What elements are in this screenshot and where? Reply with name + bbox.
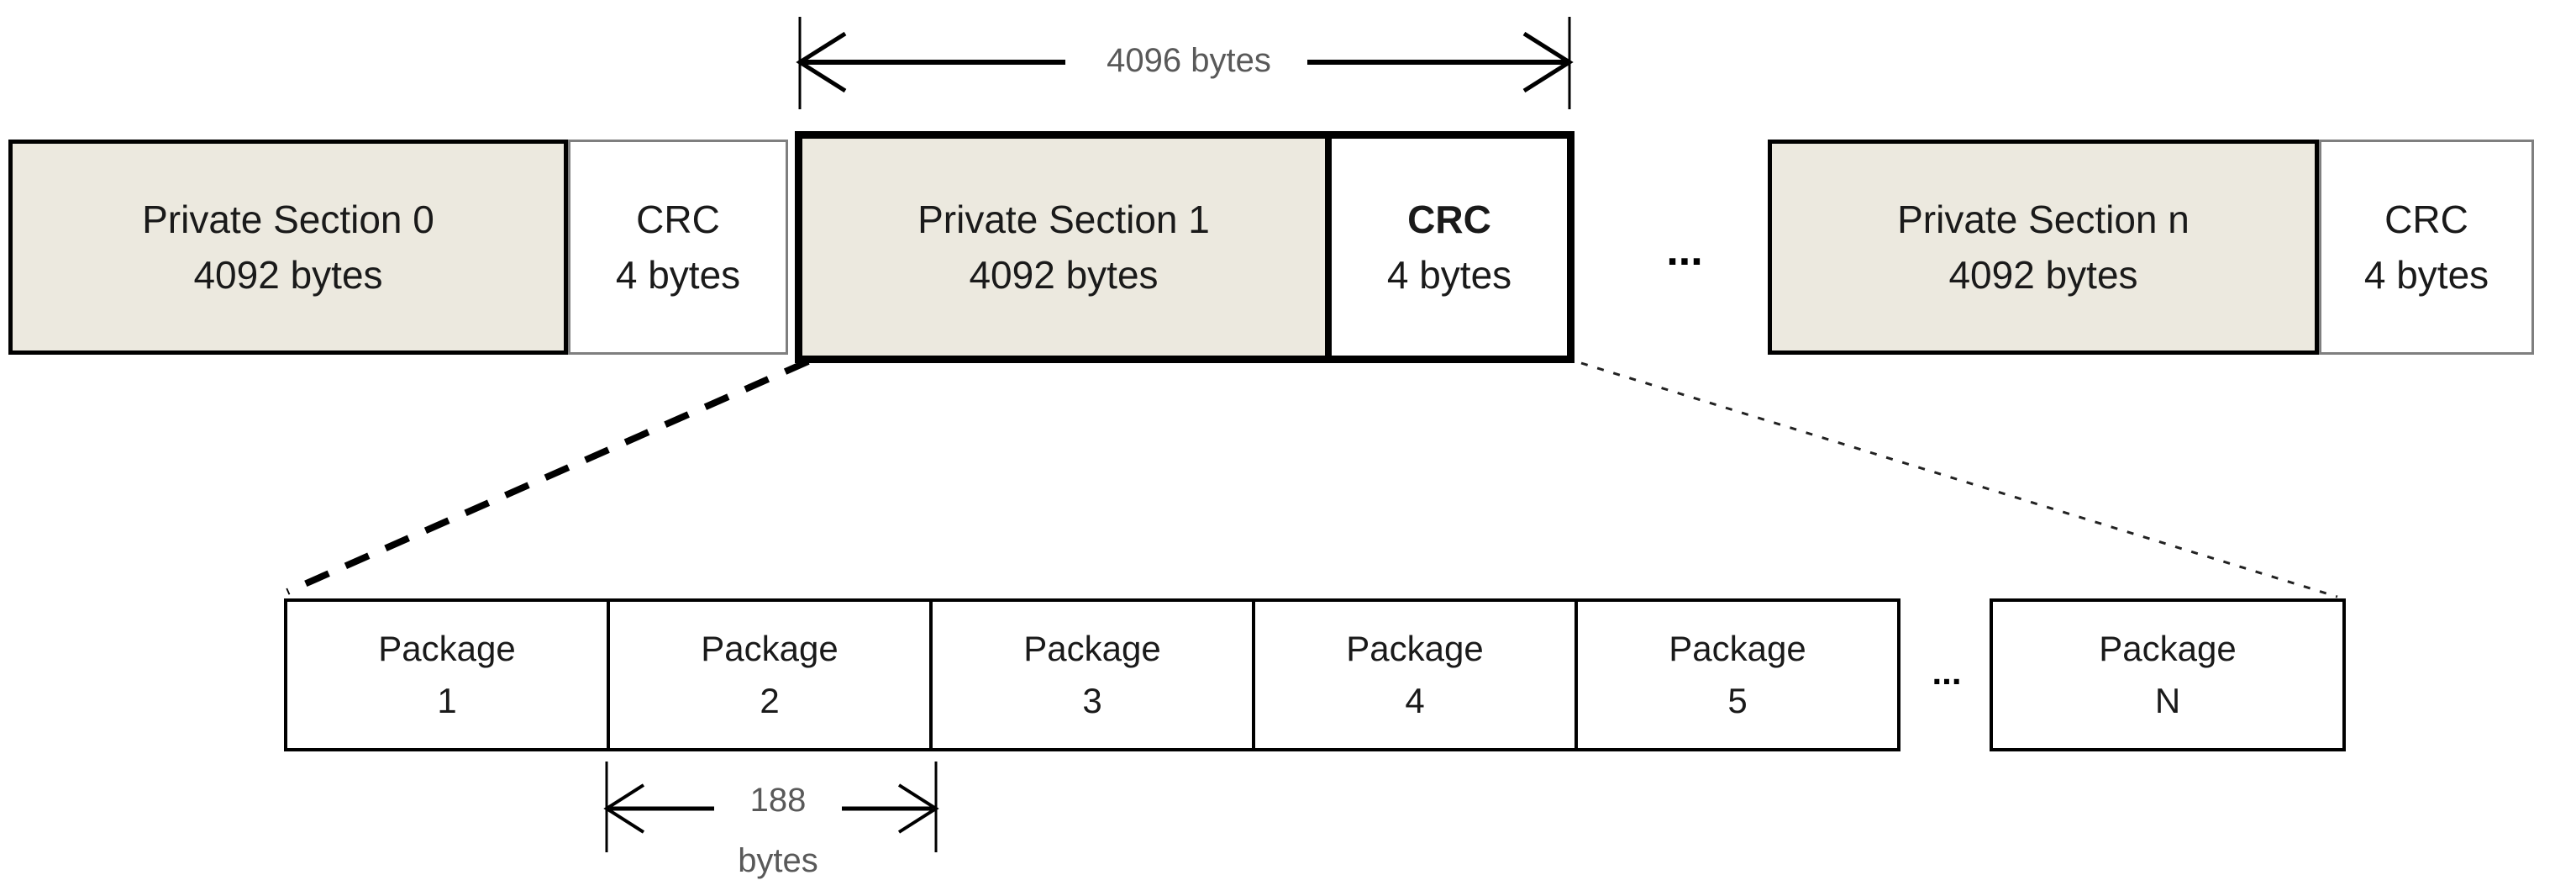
arrowhead-left-icon (796, 31, 847, 93)
private-section-0-size: 4092 bytes (193, 253, 383, 297)
package-4-number: 4 (1405, 681, 1425, 720)
crc-1-title: CRC (1407, 198, 1491, 241)
private-section-0-title: Private Section 0 (142, 198, 434, 241)
package-n-number: N (2154, 681, 2181, 720)
package-5-number: 5 (1727, 681, 1748, 720)
crc-0-box: CRC 4 bytes (568, 140, 788, 355)
private-section-n-box: Private Section n 4092 bytes (1768, 140, 2319, 355)
packages-ellipsis: ... (1932, 652, 1962, 692)
package-5-name: Package (1669, 629, 1806, 668)
package-3-name: Package (1023, 629, 1161, 668)
private-section-n-title: Private Section n (1897, 198, 2190, 241)
crc-0-size: 4 bytes (615, 253, 741, 297)
package-4-box: Package 4 (1255, 602, 1578, 748)
crc-n-title: CRC (2384, 198, 2468, 241)
arrowhead-left-icon (603, 783, 645, 834)
package-1-name: Package (378, 629, 516, 668)
package-n-box: Package N (1990, 598, 2346, 751)
package-strip: Package 1 Package 2 Package 3 Package 4 … (284, 598, 1900, 751)
private-section-1-size: 4092 bytes (969, 253, 1159, 297)
sections-ellipsis: ... (1666, 226, 1703, 275)
package-1-number: 1 (437, 681, 457, 720)
crc-1-box: CRC 4 bytes (1332, 139, 1567, 356)
arrowhead-right-icon (897, 783, 939, 834)
package-2-box: Package 2 (610, 602, 933, 748)
package-3-box: Package 3 (933, 602, 1255, 748)
crc-1-size: 4 bytes (1386, 253, 1512, 297)
package-4-name: Package (1346, 629, 1484, 668)
private-section-1-box: Private Section 1 4092 bytes (802, 139, 1332, 356)
crc-n-size: 4 bytes (2363, 253, 2489, 297)
bottom-measurement-value: 188 (749, 782, 807, 819)
private-section-1-title: Private Section 1 (917, 198, 1210, 241)
bottom-measurement-unit: bytes (738, 842, 818, 879)
private-section-n-size: 4092 bytes (1948, 253, 2138, 297)
crc-n-box: CRC 4 bytes (2319, 140, 2534, 355)
package-3-number: 3 (1082, 681, 1102, 720)
arrowhead-right-icon (1522, 31, 1574, 93)
package-5-box: Package 5 (1578, 602, 1897, 748)
crc-0-title: CRC (636, 198, 720, 241)
highlighted-section-group: Private Section 1 4092 bytes CRC 4 bytes (795, 131, 1575, 363)
dashed-connector-left (286, 358, 810, 595)
top-measurement-label: 4096 bytes (1107, 42, 1271, 79)
package-1-box: Package 1 (287, 602, 610, 748)
package-2-name: Package (701, 629, 839, 668)
package-n-name: Package (2099, 629, 2237, 668)
package-2-number: 2 (760, 681, 780, 720)
dotted-connector-right (1580, 361, 2338, 598)
private-section-0-box: Private Section 0 4092 bytes (8, 140, 568, 355)
